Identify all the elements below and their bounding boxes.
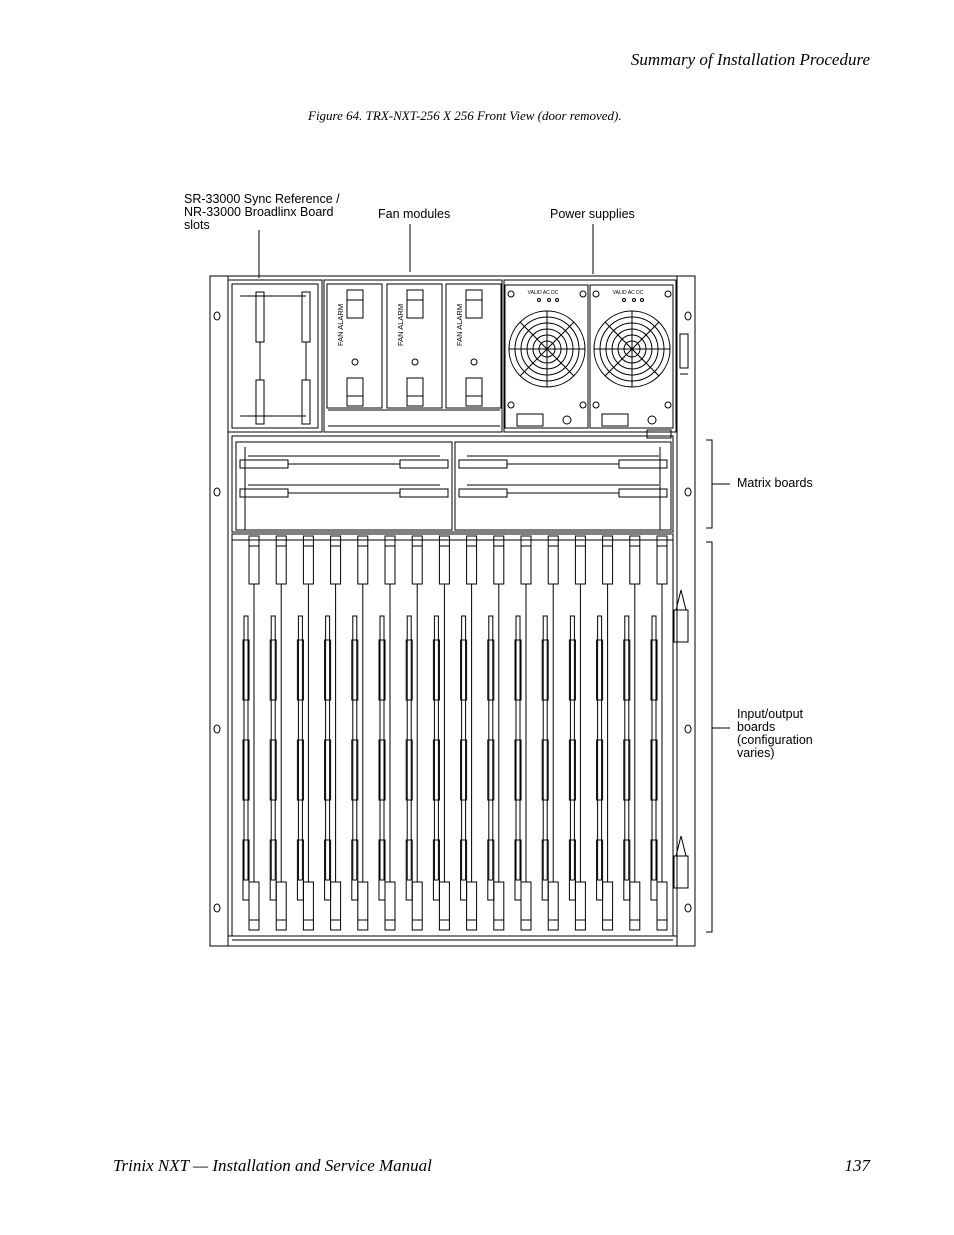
psu-status-label: VALID AC DC bbox=[613, 290, 644, 296]
io-board bbox=[351, 535, 369, 931]
io-board-units bbox=[242, 535, 668, 931]
io-board bbox=[242, 535, 260, 931]
power-supply-unit: VALID AC DC bbox=[507, 290, 587, 427]
mounting-holes bbox=[213, 311, 692, 913]
fan-module: FAN ALARM bbox=[386, 283, 443, 409]
fan-alarm-label: FAN ALARM bbox=[396, 304, 405, 346]
io-board bbox=[487, 535, 505, 931]
matrix-board bbox=[458, 455, 668, 469]
io-board-area bbox=[231, 533, 689, 937]
fan-module: FAN ALARM bbox=[326, 283, 383, 409]
io-board bbox=[324, 535, 342, 931]
fan-alarm-label: FAN ALARM bbox=[336, 304, 345, 346]
chassis-frame bbox=[209, 275, 696, 947]
io-board bbox=[514, 535, 532, 931]
io-board bbox=[405, 535, 423, 931]
io-board bbox=[269, 535, 287, 931]
io-boards-callout: Input/output boards (configuration varie… bbox=[737, 708, 813, 760]
io-board bbox=[541, 535, 559, 931]
psu-status-label: VALID AC DC bbox=[528, 290, 559, 296]
matrix-board-area bbox=[231, 429, 674, 533]
io-board bbox=[296, 535, 314, 931]
fan-module: FAN ALARM bbox=[445, 283, 502, 409]
sync-reference-slots bbox=[227, 279, 323, 433]
io-board bbox=[596, 535, 614, 931]
io-board bbox=[432, 535, 450, 931]
matrix-board-units bbox=[239, 455, 668, 498]
figure-caption: Figure 64. TRX-NXT-256 X 256 Front View … bbox=[308, 108, 622, 123]
io-line-1: Input/output bbox=[737, 707, 804, 721]
fan-modules-callout: Fan modules bbox=[378, 207, 451, 221]
running-header: Summary of Installation Procedure bbox=[630, 50, 870, 69]
callout-leaders bbox=[258, 224, 730, 933]
power-supplies bbox=[503, 279, 689, 433]
sync-ref-line-2: NR-33000 Broadlinx Board bbox=[184, 205, 334, 219]
manual-title: Trinix NXT — Installation and Service Ma… bbox=[113, 1156, 432, 1175]
io-line-3: (configuration bbox=[737, 733, 813, 747]
sync-reference-callout: SR-33000 Sync Reference / NR-33000 Broad… bbox=[184, 193, 340, 232]
matrix-boards-callout: Matrix boards bbox=[737, 476, 813, 490]
io-line-2: boards bbox=[737, 720, 776, 734]
power-supply-unit: VALID AC DC bbox=[592, 290, 672, 427]
io-line-4: varies) bbox=[737, 746, 775, 760]
sync-ref-line-1: SR-33000 Sync Reference / bbox=[184, 192, 340, 206]
fan-modules bbox=[323, 279, 503, 433]
matrix-board bbox=[458, 484, 668, 498]
matrix-board bbox=[239, 484, 449, 498]
page-number: 137 bbox=[844, 1156, 871, 1175]
matrix-board bbox=[239, 455, 449, 469]
io-board bbox=[650, 535, 668, 931]
power-supply-units: VALID AC DC VALID AC DC bbox=[507, 290, 672, 427]
io-board bbox=[623, 535, 641, 931]
sync-ref-line-3: slots bbox=[184, 218, 210, 232]
fan-alarm-label: FAN ALARM bbox=[455, 304, 464, 346]
io-board bbox=[460, 535, 478, 931]
io-board bbox=[378, 535, 396, 931]
power-supplies-callout: Power supplies bbox=[550, 207, 635, 221]
fan-module-units: FAN ALARM FAN ALARM FAN ALARM bbox=[326, 283, 502, 409]
io-board bbox=[568, 535, 586, 931]
